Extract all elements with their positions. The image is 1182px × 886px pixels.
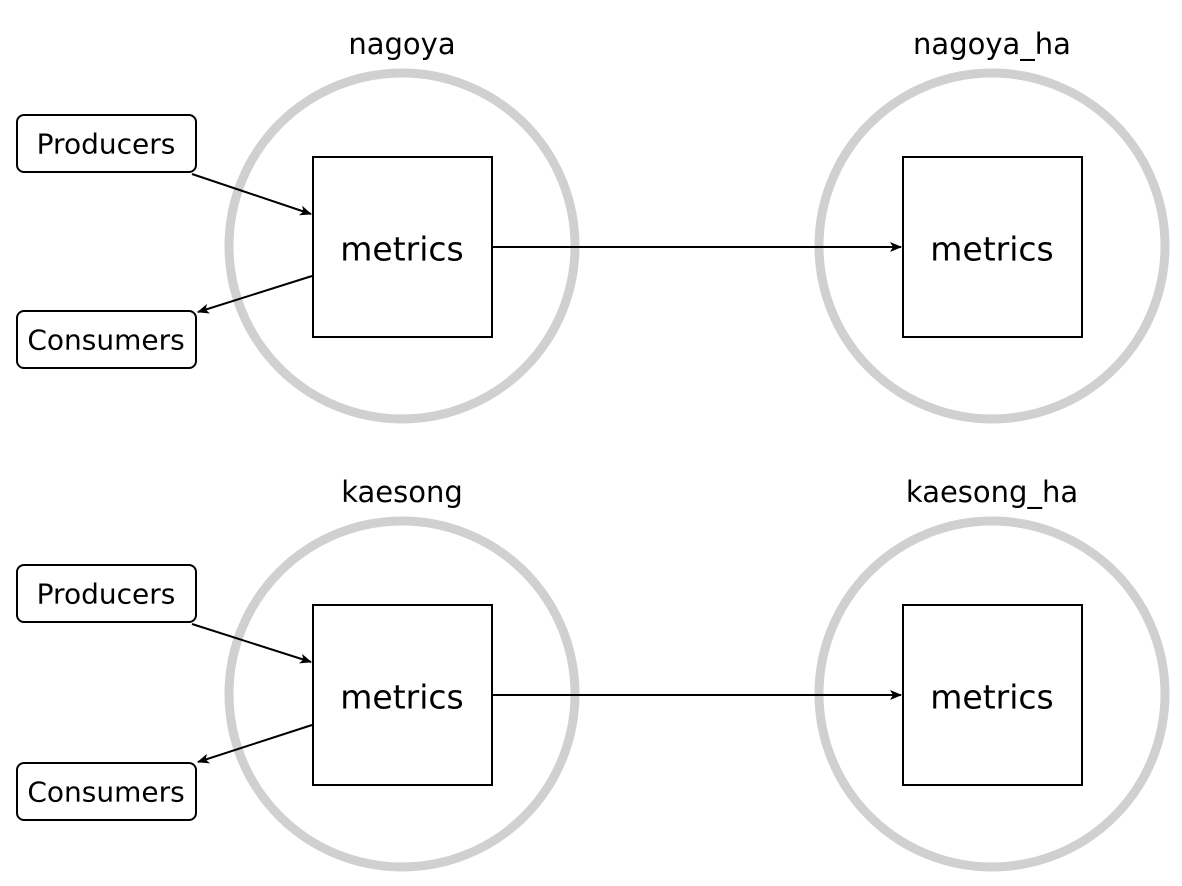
- cluster-kaesong: kaesong metrics: [224, 475, 580, 872]
- publish-arrow: [191, 173, 312, 216]
- consumers-node: Consumers: [16, 762, 197, 821]
- queue-box: [902, 156, 1083, 338]
- queue-label: metrics: [930, 230, 1053, 269]
- queue-box: [312, 156, 493, 338]
- producers-node: Producers: [16, 564, 197, 623]
- cluster-nagoya: nagoya metrics: [224, 27, 580, 424]
- cluster-label: kaesong: [341, 475, 463, 509]
- cluster-label: nagoya_ha: [913, 27, 1071, 61]
- consumers-node: Consumers: [16, 310, 197, 369]
- queue-label: metrics: [340, 230, 463, 269]
- consumers-box: [16, 310, 197, 369]
- queue-box: [902, 604, 1083, 786]
- consumers-label: Consumers: [27, 776, 184, 809]
- cluster-label: nagoya: [348, 27, 455, 61]
- row-nagoya: nagoya metrics nagoya_ha metrics Produce…: [16, 27, 1170, 424]
- consumers-box: [16, 762, 197, 821]
- queue-box: [312, 604, 493, 786]
- queue-label: metrics: [340, 678, 463, 717]
- producers-label: Producers: [37, 578, 176, 611]
- publish-arrow: [191, 623, 312, 664]
- producers-node: Producers: [16, 114, 197, 173]
- cluster-nagoya-ha: nagoya_ha metrics: [814, 27, 1170, 424]
- producers-box: [16, 114, 197, 173]
- consumers-label: Consumers: [27, 324, 184, 357]
- consume-arrow: [197, 724, 313, 764]
- row-kaesong: kaesong metrics kaesong_ha metrics Produ…: [16, 475, 1170, 872]
- producers-box: [16, 564, 197, 623]
- cluster-kaesong-ha: kaesong_ha metrics: [814, 475, 1170, 872]
- cluster-label: kaesong_ha: [906, 475, 1078, 509]
- consume-arrow: [197, 275, 313, 314]
- queue-label: metrics: [930, 678, 1053, 717]
- producers-label: Producers: [37, 128, 176, 161]
